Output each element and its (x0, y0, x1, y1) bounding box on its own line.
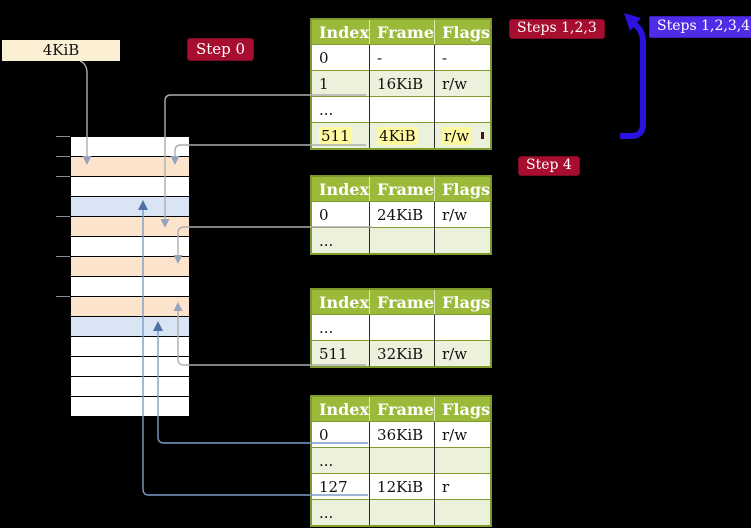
table-row: 0-- (311, 44, 492, 71)
table-cell (369, 499, 435, 526)
table-cell: 32KiB (369, 340, 435, 367)
table-header-frame: Frame (369, 289, 435, 315)
table-cell (369, 447, 435, 474)
table-cell: - (434, 44, 492, 71)
table-cell: 24KiB (369, 201, 435, 228)
table-cell (434, 227, 492, 254)
table-header-frame: Frame (369, 176, 435, 202)
table-row: ... (311, 447, 492, 474)
table-cell: - (369, 44, 435, 71)
memory-cell-free (71, 237, 189, 257)
table-cell (369, 96, 435, 123)
table-cell (434, 499, 492, 526)
table-cell: r/w (434, 201, 492, 228)
table-row: ... (311, 499, 492, 526)
table-cell: ... (311, 499, 370, 526)
table-cell: 1 (311, 70, 370, 97)
loop-arrow (620, 13, 646, 139)
table-cell (369, 227, 435, 254)
steps1234-badge: Steps 1,2,3,4 (649, 16, 751, 38)
table-cell: r (434, 473, 492, 500)
memory-cell-free (71, 177, 189, 197)
memory-cell-page (71, 197, 189, 217)
table-cell: ... (311, 227, 370, 254)
address-tick-marks (56, 136, 70, 297)
physical-memory-column (70, 136, 190, 417)
table-header-index: Index (311, 19, 370, 45)
table-header-flags: Flags (434, 176, 492, 202)
memory-cell-free (71, 337, 189, 357)
step4-badge: Step 4 (518, 156, 580, 176)
page-size-label: 4KiB (2, 40, 120, 61)
table-cell: r/w (434, 421, 492, 448)
table-cell: 127 (311, 473, 370, 500)
memory-cell-free (71, 137, 189, 157)
table-cell: 511 (311, 122, 370, 149)
table-header-index: Index (311, 289, 370, 315)
memory-cell-free (71, 377, 189, 397)
table-header-frame: Frame (369, 19, 435, 45)
table-cell: r/w (434, 122, 492, 149)
table-header-index: Index (311, 396, 370, 422)
highlighted-value: 4KiB (377, 126, 418, 145)
table-cell: 511 (311, 340, 370, 367)
table-row: ... (311, 227, 492, 254)
table-cell (434, 96, 492, 123)
memory-cell-free (71, 357, 189, 377)
table-row: ... (311, 96, 492, 123)
table-cell: 16KiB (369, 70, 435, 97)
table-cell: 0 (311, 44, 370, 71)
table-cell: 0 (311, 421, 370, 448)
highlighted-value: 511 (319, 126, 352, 145)
table-cell (369, 314, 435, 341)
loop-arrowhead (624, 13, 641, 31)
table-cell: ... (311, 96, 370, 123)
table-row: ... (311, 314, 492, 341)
table-header-flags: Flags (434, 19, 492, 45)
table-cell: r/w (434, 340, 492, 367)
table-cell: ... (311, 447, 370, 474)
memory-cell-table (71, 297, 189, 317)
table-cell: 36KiB (369, 421, 435, 448)
table-cell: r/w (434, 70, 492, 97)
memory-cell-page (71, 317, 189, 337)
table-header-frame: Frame (369, 396, 435, 422)
memory-cell-free (71, 397, 189, 416)
table-cell: 4KiB (369, 122, 435, 149)
memory-cell-free (71, 277, 189, 297)
table-header-index: Index (311, 176, 370, 202)
memory-cell-table (71, 257, 189, 277)
memory-cell-table (71, 217, 189, 237)
table-row: 511 4KiB r/w (311, 122, 492, 149)
memory-cell-table (71, 157, 189, 177)
step0-badge: Step 0 (187, 38, 255, 61)
table-cell: 0 (311, 201, 370, 228)
highlighted-value: r/w (442, 126, 472, 145)
table-cell (434, 314, 492, 341)
table-header-flags: Flags (434, 289, 492, 315)
table-header-flags: Flags (434, 396, 492, 422)
table-cell: 12KiB (369, 473, 435, 500)
steps123-badge: Steps 1,2,3 (509, 19, 605, 39)
table-cell: ... (311, 314, 370, 341)
table-cell (434, 447, 492, 474)
